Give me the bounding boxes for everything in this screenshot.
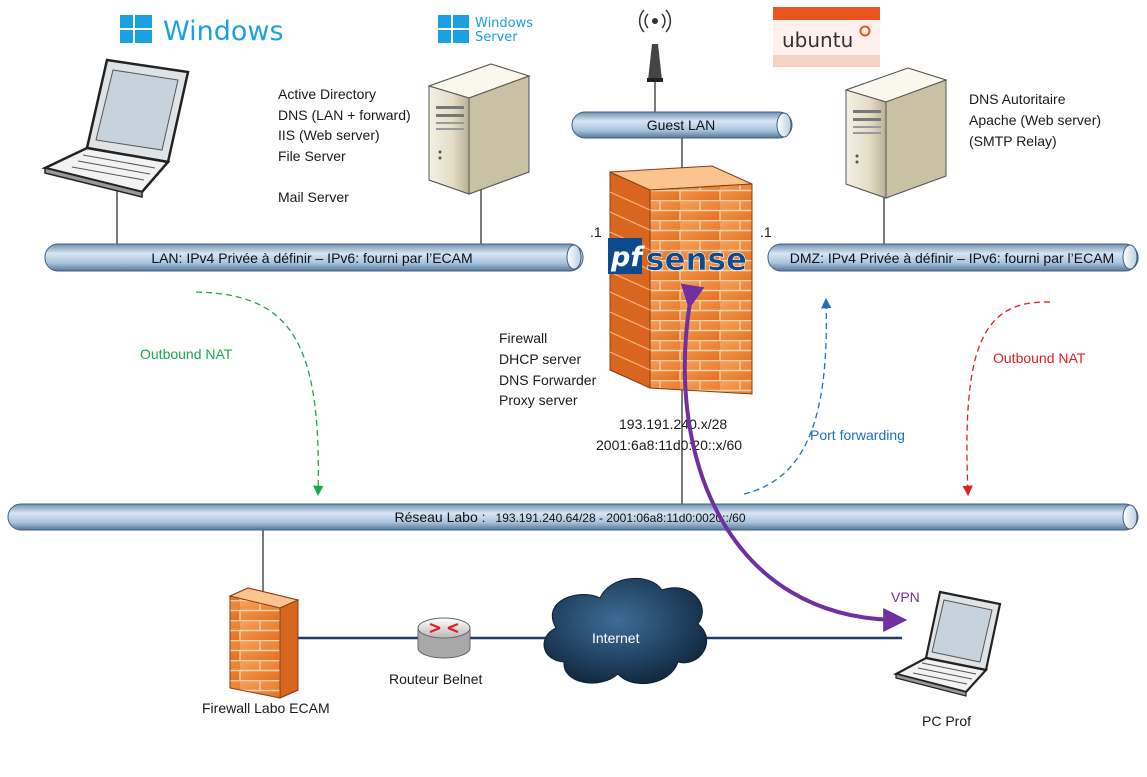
ad-service-1: DNS (LAN + forward) bbox=[278, 107, 411, 123]
lan-interface-label: .1 bbox=[590, 224, 602, 240]
ad-service-2: IIS (Web server) bbox=[278, 127, 380, 143]
dmz-label: DMZ: IPv4 Privée à définir – IPv6: fourn… bbox=[790, 250, 1114, 266]
lan-label: LAN: IPv4 Privée à définir – IPv6: fourn… bbox=[151, 250, 472, 266]
dmz-pipe: DMZ: IPv4 Privée à définir – IPv6: fourn… bbox=[767, 243, 1139, 272]
outbound-nat-left-label: Outbound NAT bbox=[140, 346, 233, 362]
router-label: Routeur Belnet bbox=[389, 671, 483, 687]
windows-server-icon bbox=[427, 63, 531, 195]
pfsense-logo: pf sense bbox=[608, 238, 747, 278]
internet-label: Internet bbox=[592, 630, 640, 646]
dmz-server-icon bbox=[844, 67, 948, 199]
windows-server-logo: Windows Server bbox=[438, 15, 533, 45]
lan-pipe: LAN: IPv4 Privée à définir – IPv6: fourn… bbox=[44, 243, 584, 272]
ad-service-3: File Server bbox=[278, 148, 346, 164]
wan-ipv4: 193.191.240.x/28 bbox=[619, 416, 727, 432]
antenna-icon bbox=[638, 9, 672, 82]
vpn-label: VPN bbox=[891, 589, 920, 605]
windows-flag-icon bbox=[120, 15, 152, 43]
dmz-server-services: DNS Autoritaire Apache (Web server) (SMT… bbox=[969, 91, 1101, 149]
ad-service-0: Active Directory bbox=[278, 86, 376, 102]
ad-service-5: Mail Server bbox=[278, 189, 349, 205]
pfsense-pf-text: pf bbox=[610, 242, 645, 273]
windows-server-logo-line1: Windows bbox=[475, 16, 533, 31]
laptop-icon bbox=[41, 58, 190, 198]
pfsense-firewall-icon bbox=[609, 165, 753, 395]
vpn-arrow bbox=[680, 283, 908, 632]
port-forwarding-arrow bbox=[743, 297, 832, 495]
ubuntu-logo: ubuntu bbox=[773, 7, 880, 67]
dmz-service-0: DNS Autoritaire bbox=[969, 91, 1066, 107]
windows-logo-text: Windows bbox=[163, 16, 284, 47]
ubuntu-circle-icon bbox=[859, 25, 871, 37]
labo-firewall-icon bbox=[228, 587, 300, 699]
guest-lan-pipe: Guest LAN bbox=[571, 111, 793, 139]
port-forwarding-label: Port forwarding bbox=[810, 427, 905, 443]
firewall-service-2: DNS Forwarder bbox=[499, 372, 597, 388]
outbound-nat-right-label: Outbound NAT bbox=[993, 350, 1086, 366]
labo-name: Réseau Labo : bbox=[394, 509, 485, 525]
dmz-service-2: (SMTP Relay) bbox=[969, 133, 1057, 149]
labo-address: 193.191.240.64/28 - 2001:06a8:11d0:0020:… bbox=[496, 511, 746, 525]
dmz-interface-label: .1 bbox=[760, 224, 772, 240]
labo-firewall-label: Firewall Labo ECAM bbox=[202, 700, 330, 716]
internet-cloud-icon bbox=[543, 577, 708, 685]
outbound-nat-right-arrow bbox=[962, 301, 1051, 497]
ubuntu-logo-text: ubuntu bbox=[782, 28, 853, 52]
firewall-wan-address: 193.191.240.x/28 2001:6a8:11d0:20::x/60 bbox=[596, 416, 742, 453]
firewall-service-0: Firewall bbox=[499, 330, 547, 346]
labo-pipe: Réseau Labo : 193.191.240.64/28 - 2001:0… bbox=[7, 503, 1139, 531]
dmz-service-1: Apache (Web server) bbox=[969, 112, 1101, 128]
pfsense-sense-text: sense bbox=[646, 242, 747, 278]
pc-prof-laptop-icon bbox=[892, 590, 1002, 697]
windows-logo: Windows bbox=[120, 15, 284, 47]
firewall-service-1: DHCP server bbox=[499, 351, 582, 367]
outbound-nat-left-arrow bbox=[195, 291, 324, 497]
firewall-service-3: Proxy server bbox=[499, 392, 578, 408]
windows-server-logo-line2: Server bbox=[475, 30, 518, 45]
guest-lan-label: Guest LAN bbox=[647, 117, 715, 133]
firewall-services: Firewall DHCP server DNS Forwarder Proxy… bbox=[499, 330, 597, 408]
labo-label: Réseau Labo : 193.191.240.64/28 - 2001:0… bbox=[394, 509, 745, 526]
wan-ipv6: 2001:6a8:11d0:20::x/60 bbox=[596, 437, 742, 453]
windows-server-flag-icon bbox=[438, 15, 469, 43]
ad-server-services: Active Directory DNS (LAN + forward) IIS… bbox=[278, 86, 411, 205]
pc-prof-label: PC Prof bbox=[922, 713, 971, 729]
router-icon bbox=[417, 617, 471, 659]
